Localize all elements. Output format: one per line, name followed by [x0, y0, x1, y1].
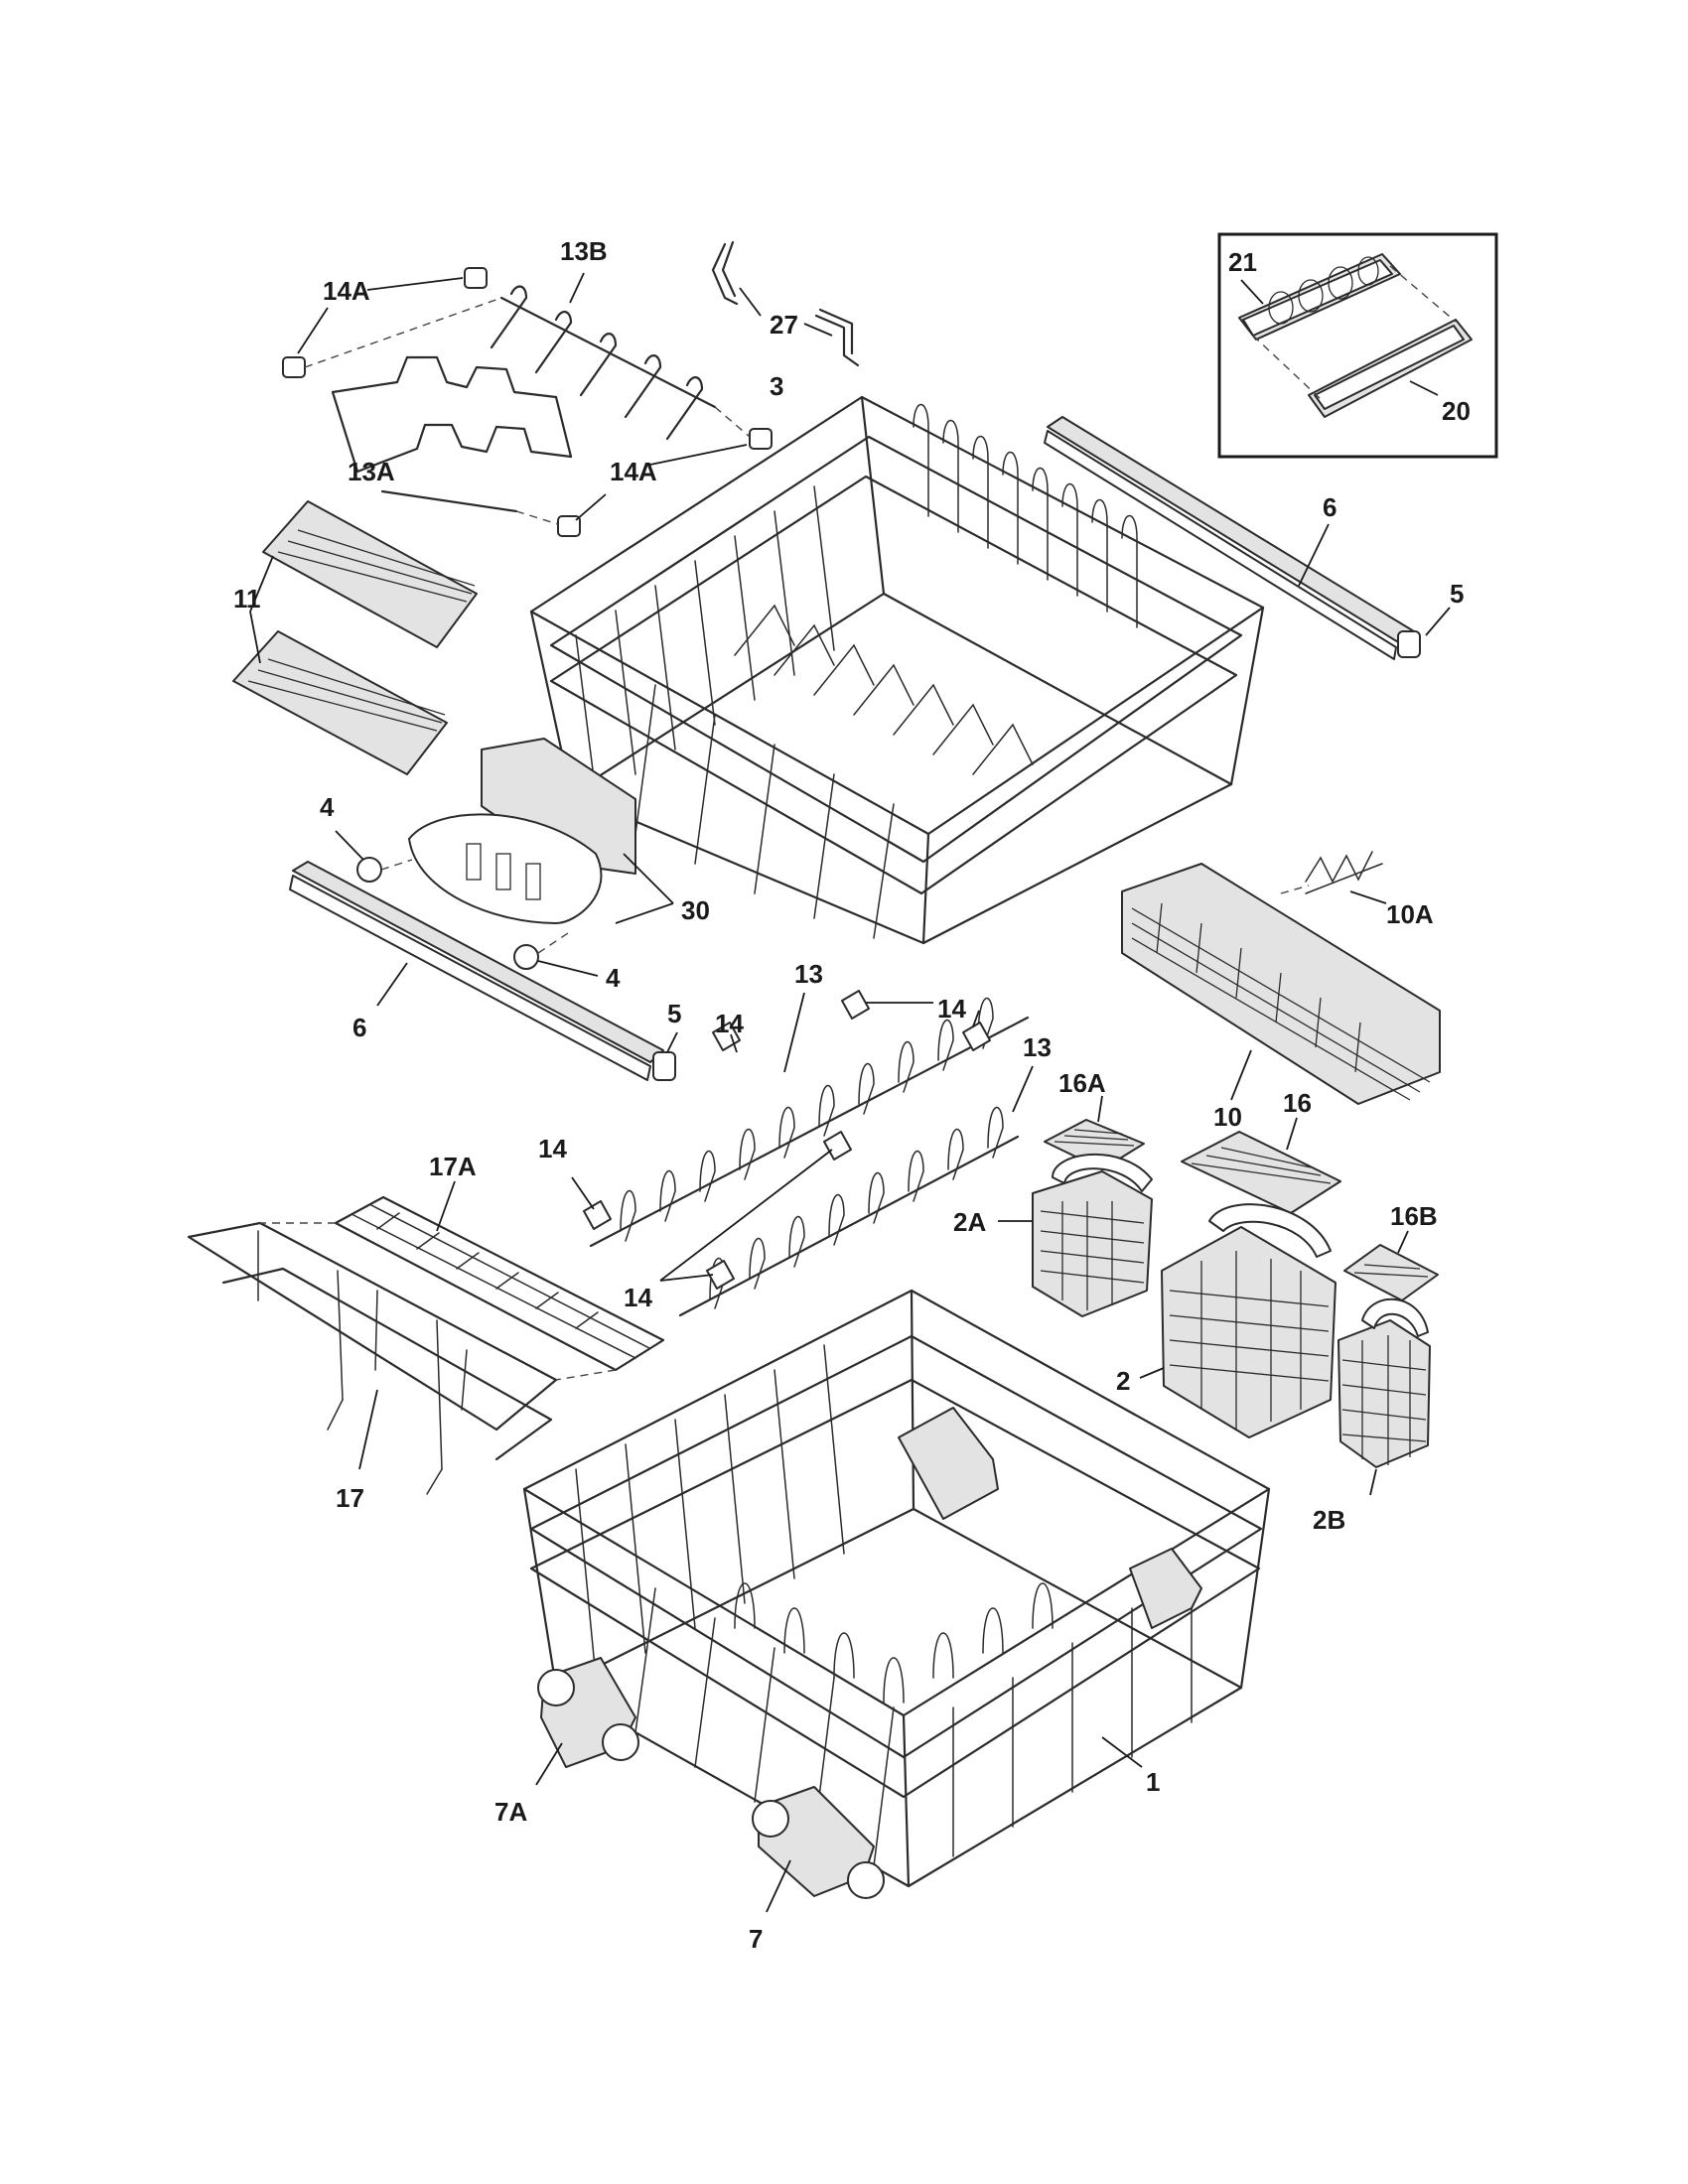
callout-14-a: 14 — [715, 1009, 744, 1038]
callout-21: 21 — [1228, 247, 1257, 277]
inset-detail: 21 20 — [1217, 232, 1498, 459]
callout-3: 3 — [770, 371, 783, 401]
part-7-wheel-assembly: 7 — [749, 1786, 885, 1954]
callout-13-left: 13 — [794, 959, 823, 989]
callout-11: 11 — [233, 584, 261, 614]
part-2-basket — [1161, 1203, 1336, 1438]
part-13-tine-rows: 13 13 — [589, 959, 1052, 1317]
part-10a-clip — [1305, 851, 1383, 894]
lower-rack-bracket — [898, 1407, 999, 1520]
callout-7a: 7A — [494, 1797, 527, 1827]
part-10-cutlery-basket: 10A 10 — [1121, 851, 1441, 1132]
callout-17a: 17A — [429, 1152, 477, 1181]
part-21-spacer — [1238, 253, 1401, 341]
callout-2: 2 — [1116, 1366, 1130, 1396]
callout-17: 17 — [336, 1483, 364, 1513]
callout-14a-top: 14A — [323, 276, 370, 306]
callout-5-bottom: 5 — [667, 999, 681, 1028]
callout-2b: 2B — [1313, 1505, 1345, 1535]
lower-rack-side-bracket — [1129, 1548, 1202, 1629]
part-2-baskets: 2A 2 2B — [953, 1153, 1431, 1535]
callout-27: 27 — [770, 310, 798, 340]
lower-rack-tines — [734, 1582, 1054, 1704]
part-4-clip-top — [356, 857, 382, 883]
part-14-clips: 14 14 14 14 — [538, 990, 991, 1312]
callout-10: 10 — [1213, 1102, 1242, 1132]
lower-rack-side-wires — [575, 1344, 1193, 1867]
callout-14a-right: 14A — [610, 457, 657, 486]
part-17-shelf-assembly: 17A 17 — [187, 1152, 665, 1513]
part-16b-cover — [1343, 1244, 1439, 1301]
callout-1: 1 — [1146, 1767, 1160, 1797]
callout-4-top: 4 — [320, 792, 335, 822]
callout-6-bottom: 6 — [352, 1013, 366, 1042]
callout-5-top: 5 — [1450, 579, 1464, 609]
callout-4-bottom: 4 — [606, 963, 621, 993]
callout-16: 16 — [1283, 1088, 1312, 1118]
callout-13a: 13A — [348, 457, 395, 486]
part-27-clips: 27 — [711, 240, 860, 367]
part-2a-basket — [1032, 1153, 1153, 1317]
part-17a-shelf — [334, 1195, 665, 1372]
upper-rack-tines — [734, 404, 1138, 775]
part-6-top-rail: 6 5 — [1044, 416, 1464, 660]
callout-16b: 16B — [1390, 1201, 1438, 1231]
part-13a-wire-shelf — [331, 355, 573, 513]
callout-16a: 16A — [1058, 1068, 1106, 1098]
callout-2a: 2A — [953, 1207, 986, 1237]
part-5-endcap-bottom — [652, 1051, 676, 1081]
callout-6-top: 6 — [1323, 492, 1336, 522]
part-17-shelf — [187, 1221, 558, 1495]
part-13b-tine-shelf — [490, 285, 717, 441]
part-5-endcap-top — [1397, 630, 1421, 658]
callout-10a: 10A — [1386, 899, 1434, 929]
upper-rack-side-wires — [575, 485, 895, 939]
part-4-clip-bottom — [513, 944, 539, 970]
callout-30: 30 — [681, 895, 710, 925]
callout-20: 20 — [1442, 396, 1471, 426]
part-2b-basket — [1337, 1297, 1431, 1468]
callout-13-right: 13 — [1023, 1032, 1052, 1062]
callout-7: 7 — [749, 1924, 763, 1954]
part-11-cup-shelves: 11 — [232, 500, 478, 775]
part-6-bottom-rail: 6 5 — [289, 861, 681, 1081]
part-14a-caps — [282, 267, 773, 537]
part-30-bracket-assembly: 4 4 30 — [320, 738, 710, 993]
callout-14-c: 14 — [538, 1134, 567, 1163]
part-20-pad — [1308, 319, 1473, 418]
cup-shelf-assembly: 14A 13B 13A 14A — [282, 236, 773, 537]
part-1-lower-rack: 1 — [522, 1289, 1271, 1888]
callout-14-d: 14 — [624, 1283, 652, 1312]
part-3-upper-rack: 3 — [529, 371, 1265, 945]
callout-13b: 13B — [560, 236, 608, 266]
part-7a-wheel-assembly: 7A — [494, 1657, 639, 1827]
callout-14-b: 14 — [937, 994, 966, 1024]
part-16-cover — [1181, 1131, 1341, 1214]
